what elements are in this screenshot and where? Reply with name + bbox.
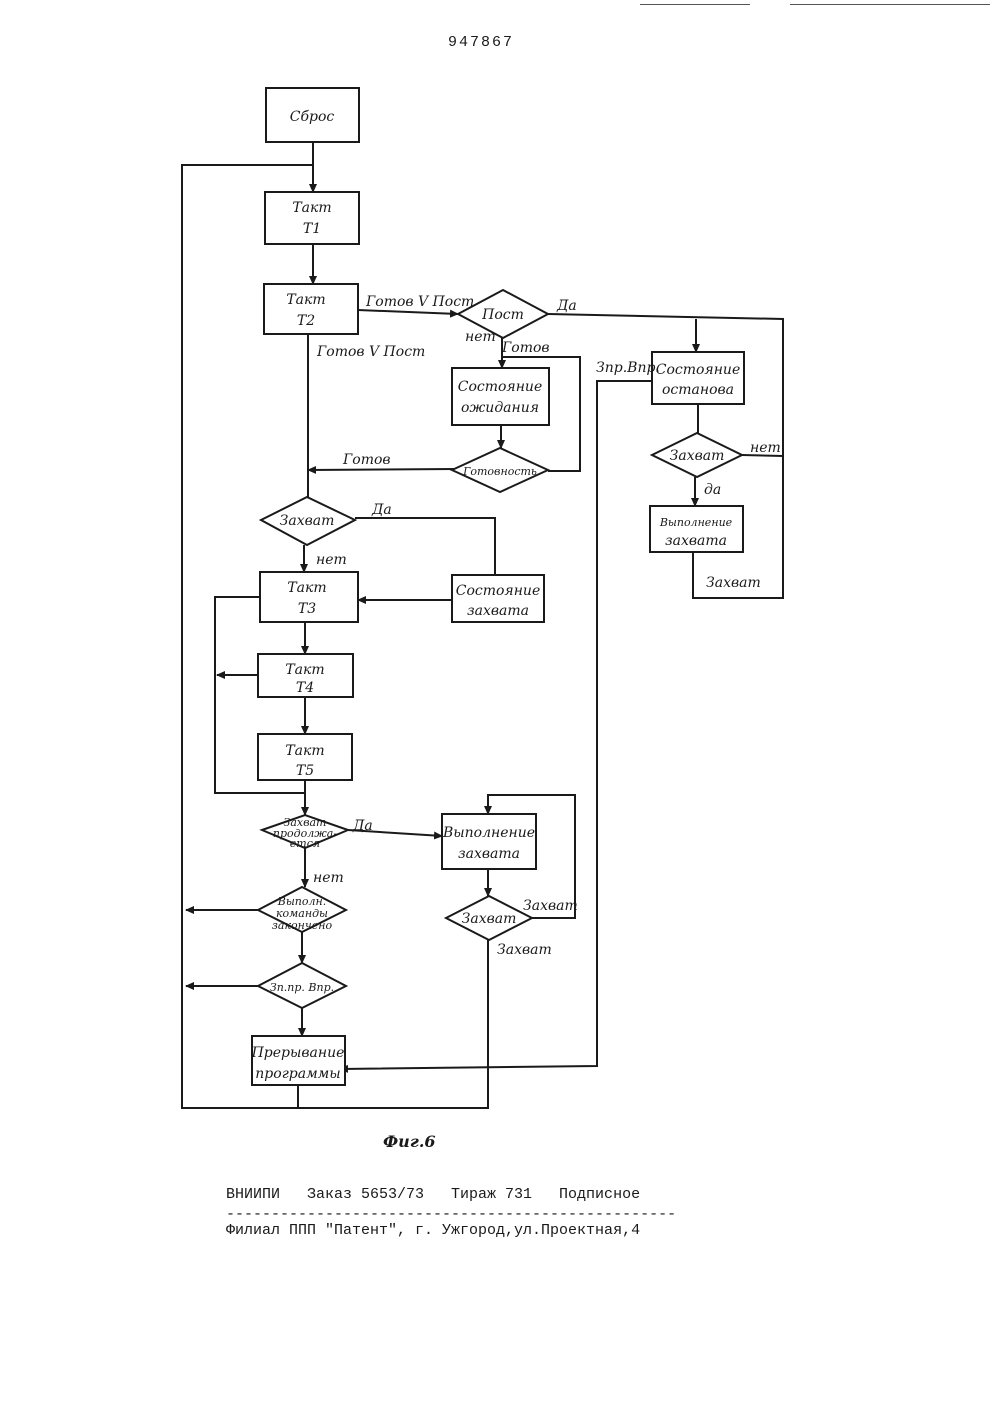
decision-zahvat-mid: Захват	[446, 896, 532, 940]
svg-text:Готовность: Готовность	[462, 465, 537, 478]
svg-text:Состояние: Состояние	[456, 583, 540, 599]
svg-text:Пост: Пост	[481, 307, 524, 323]
label-zapr-vpr: Зпр.Впр.	[596, 360, 660, 376]
svg-text:ожидания: ожидания	[461, 400, 539, 416]
svg-text:захвата: захвата	[467, 603, 529, 619]
svg-text:Такт: Такт	[287, 580, 326, 596]
block-sost-zahvata: Состояние захвата	[452, 575, 544, 622]
svg-text:T3: T3	[298, 601, 316, 617]
label-net-zahvat-top: нет	[316, 552, 347, 568]
block-preryvanie: Прерывание программы	[251, 1036, 345, 1085]
svg-text:Такт: Такт	[292, 200, 331, 216]
label-gotov-v-post-1: Готов V Пост	[365, 294, 474, 310]
svg-text:Состояние: Состояние	[458, 379, 542, 395]
block-sost-ozhidaniya: Состояние ожидания	[452, 368, 549, 425]
label-da-zahvat-top: Да	[371, 502, 392, 518]
svg-text:T5: T5	[296, 763, 314, 779]
label-net-post: нет	[465, 329, 496, 345]
label-da-post: Да	[556, 298, 577, 314]
footer-divider: ----------------------------------------…	[226, 1206, 676, 1223]
label-da-prodolzh: Да	[352, 818, 373, 834]
block-sbros: Сброс	[266, 88, 359, 142]
svg-text:Захват: Захват	[280, 513, 335, 529]
block-sbros-label: Сброс	[290, 109, 335, 125]
block-vypoln-zahvata-mid: Выполнение захвата	[442, 814, 536, 869]
block-sost-ostanova: Состояние останова	[652, 352, 744, 404]
decision-zappr: Зп.пр. Впр.	[258, 963, 346, 1008]
label-zahvat-right-out: Захват	[706, 575, 761, 591]
block-takt-t4: Такт T4	[258, 654, 353, 697]
flowchart: Сброс Такт T1 Такт T2 Состояние ожидания…	[0, 0, 1000, 1140]
svg-text:Выполнение: Выполнение	[442, 825, 535, 841]
block-vypoln-zahvata-right: Выполнение захвата	[650, 506, 743, 552]
label-net-prodolzh: нет	[313, 870, 344, 886]
svg-text:захвата: захвата	[665, 533, 727, 549]
svg-text:Захват: Захват	[462, 911, 517, 927]
svg-text:Состояние: Состояние	[656, 362, 740, 378]
label-gotov-left: Готов	[342, 452, 391, 468]
svg-text:Такт: Такт	[286, 292, 325, 308]
svg-text:Зп.пр. Впр.: Зп.пр. Впр.	[270, 981, 334, 994]
decision-zahvat-prodolzh: Захват продолжа- ется	[262, 815, 348, 850]
label-zahvat-loop: Захват	[523, 898, 578, 914]
decision-zahvat-top: Захват	[261, 497, 355, 545]
svg-text:Захват: Захват	[670, 448, 725, 464]
svg-text:закончено: закончено	[272, 919, 333, 932]
svg-text:ется: ется	[290, 837, 320, 850]
svg-text:останова: останова	[662, 382, 734, 398]
svg-text:захвата: захвата	[458, 846, 520, 862]
zahvat-top-yes	[355, 518, 495, 575]
block-takt-t1: Такт T1	[265, 192, 359, 244]
block-takt-t5: Такт T5	[258, 734, 352, 780]
footer-publication-line: ВНИИПИ Заказ 5653/73 Тираж 731 Подписное	[226, 1186, 640, 1203]
label-zahvat-mid-out: Захват	[497, 942, 552, 958]
decision-gotovnost: Готовность	[452, 448, 548, 492]
figure-caption: Фиг.6	[383, 1132, 436, 1151]
svg-text:Выполнение: Выполнение	[659, 516, 733, 529]
label-gotov-v-post-2: Готов V Пост	[316, 344, 425, 360]
svg-text:T1: T1	[303, 221, 321, 237]
svg-text:T2: T2	[297, 313, 315, 329]
label-gotov-loop: Готов	[501, 340, 550, 356]
t2-to-post	[358, 310, 458, 314]
decision-zahvat-right: Захват	[652, 433, 742, 477]
block-takt-t3: Такт T3	[260, 572, 358, 622]
svg-text:T4: T4	[296, 680, 314, 696]
svg-text:программы: программы	[255, 1066, 340, 1082]
svg-text:Прерывание: Прерывание	[251, 1045, 345, 1061]
svg-text:Такт: Такт	[285, 662, 324, 678]
footer-address-line: Филиал ППП "Патент", г. Ужгород,ул.Проек…	[226, 1222, 640, 1239]
svg-text:Такт: Такт	[285, 743, 324, 759]
label-da-right: да	[704, 482, 721, 498]
decision-vypoln-komandy: Выполн. команды закончено	[258, 887, 346, 932]
gotovnost-to-main	[308, 469, 456, 470]
label-net-right: нет	[750, 440, 781, 456]
block-takt-t2: Такт T2	[264, 284, 358, 334]
